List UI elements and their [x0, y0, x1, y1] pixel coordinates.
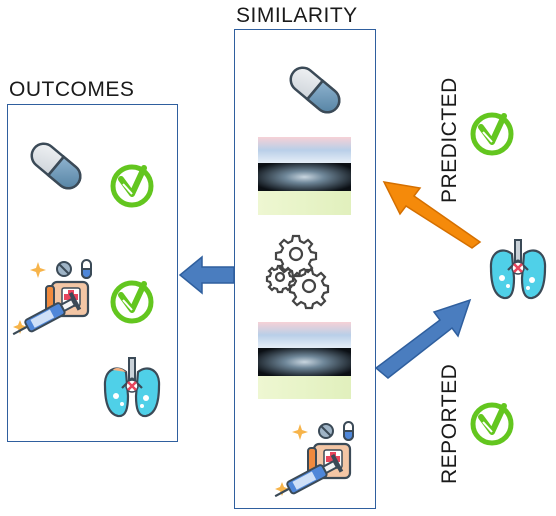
arrow-predicted: [382, 181, 482, 249]
lungs-icon: [103, 357, 161, 418]
pill-icon: [289, 66, 341, 114]
arrow-reported: [374, 298, 472, 379]
check-circle-icon: [110, 280, 154, 324]
check-circle-icon: [110, 164, 154, 208]
pill-icon: [30, 142, 82, 190]
lungs-icon: [489, 239, 547, 300]
arrow-to-outcomes: [178, 255, 235, 295]
medical-image-strip: [258, 322, 351, 399]
treatment-kit-icon: [12, 259, 92, 336]
medical-image-strip: [258, 137, 351, 215]
check-circle-icon: [470, 402, 514, 446]
treatment-kit-icon: [274, 421, 354, 498]
similarity-title: SIMILARITY: [236, 4, 358, 27]
gears-icon: [265, 234, 330, 310]
outcomes-title: OUTCOMES: [9, 78, 135, 101]
check-circle-icon: [470, 112, 514, 156]
reported-label: REPORTED: [438, 363, 461, 484]
